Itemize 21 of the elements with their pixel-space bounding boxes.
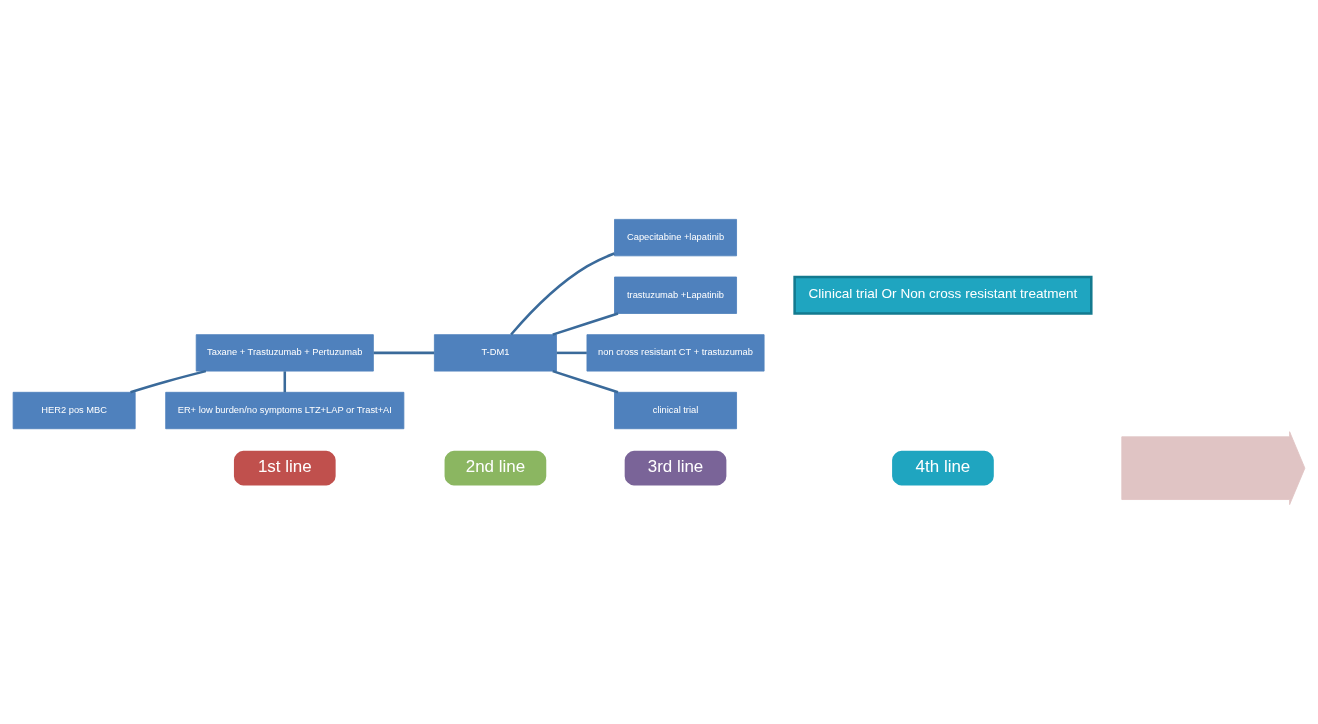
connector: [510, 252, 615, 336]
connector: [130, 369, 207, 394]
node-box: HER2 pos MBC: [12, 391, 136, 430]
node-box: 4th line: [890, 449, 996, 488]
node-arrow: [1121, 431, 1306, 506]
node-box: non cross resistant CT + trastuzumab: [586, 334, 765, 372]
connector: [283, 371, 287, 393]
connector: [556, 351, 587, 355]
connector: [373, 351, 435, 355]
node-box: 3rd line: [622, 449, 729, 488]
node-box: clinical trial: [614, 391, 737, 430]
connector: [552, 369, 619, 394]
node-box: trastuzumab +Lapatinib: [614, 276, 737, 314]
node-box: 1st line: [232, 449, 338, 488]
node-box: Clinical trial Or Non cross resistant treatment: [793, 275, 1093, 315]
node-box: Taxane + Trastuzumab + Pertuzumab: [195, 334, 374, 372]
node-box: Capecitabine +lapatinib: [614, 218, 737, 257]
node-box: T-DM1: [433, 334, 557, 372]
connector: [552, 312, 619, 336]
node-box: 2nd line: [442, 449, 548, 488]
node-box: ER+ low burden/no symptoms LTZ+LAP or Trast+AI: [165, 391, 405, 430]
